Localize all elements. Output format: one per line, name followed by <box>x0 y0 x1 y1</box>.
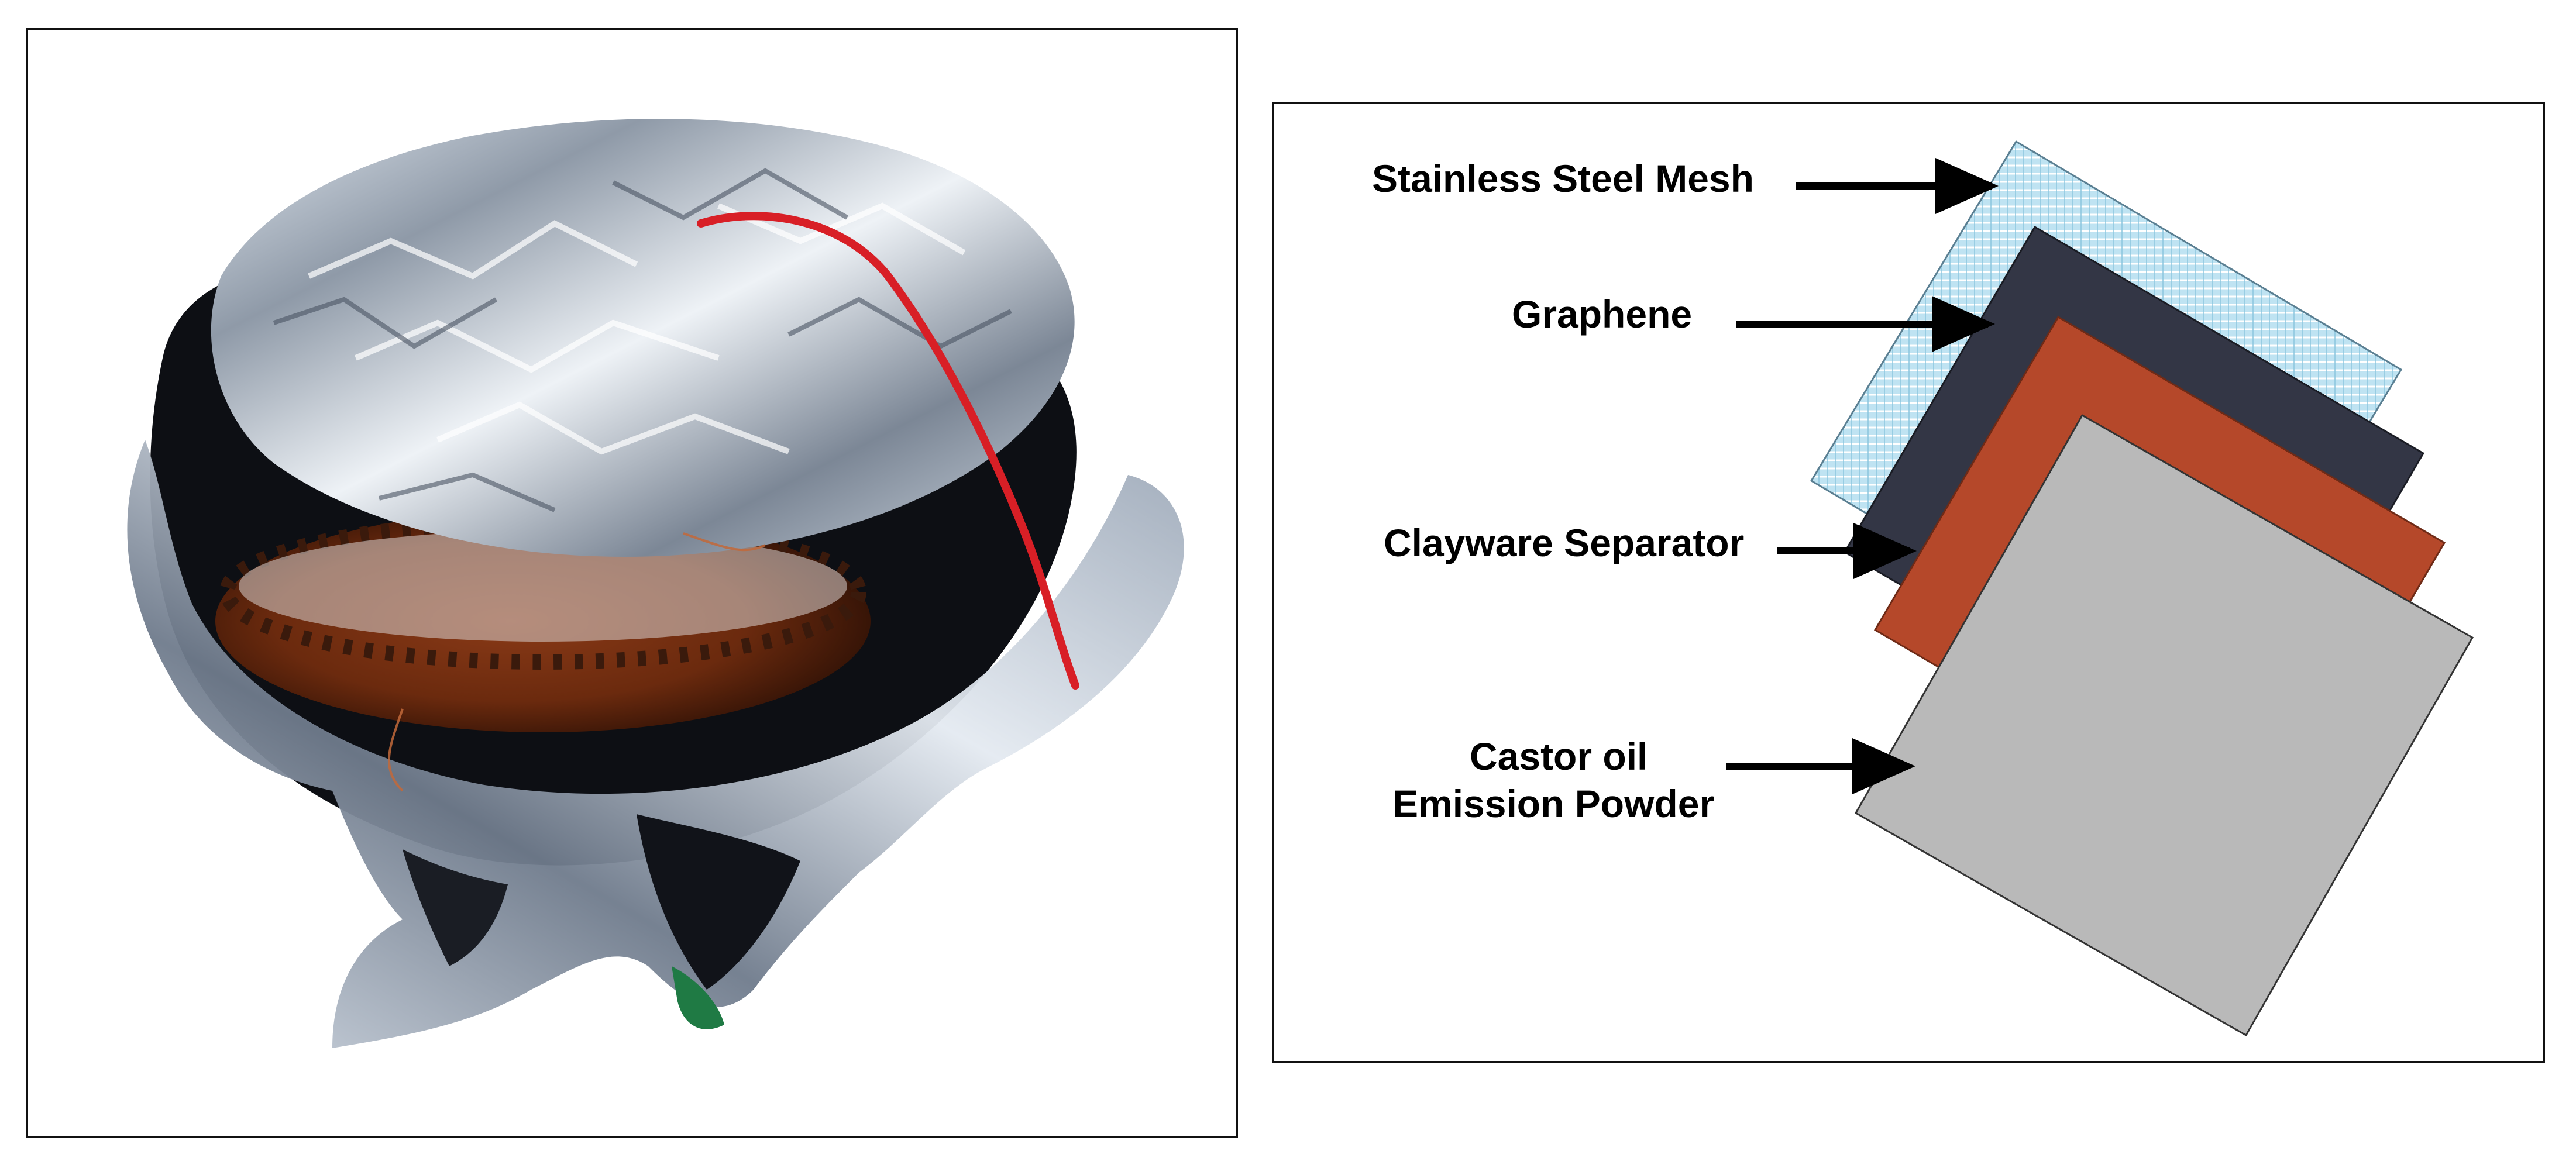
label-graphene: Graphene <box>1512 292 1692 336</box>
label-clayware-separator: Clayware Separator <box>1384 521 1744 564</box>
label-stainless-steel-mesh: Stainless Steel Mesh <box>1372 157 1754 200</box>
red-wire <box>697 212 1079 690</box>
layer-diagram: Stainless Steel Mesh Graphene Clayware S… <box>1372 140 2474 1037</box>
label-emission-powder: Emission Powder <box>1392 782 1714 825</box>
layer-diagram-panel: Stainless Steel Mesh Graphene Clayware S… <box>1272 102 2545 1063</box>
label-castor-oil: Castor oil <box>1470 735 1648 778</box>
emission-powder-layer <box>1854 414 2474 1037</box>
device-photo <box>127 119 1184 1048</box>
device-photo-panel <box>26 28 1238 1138</box>
